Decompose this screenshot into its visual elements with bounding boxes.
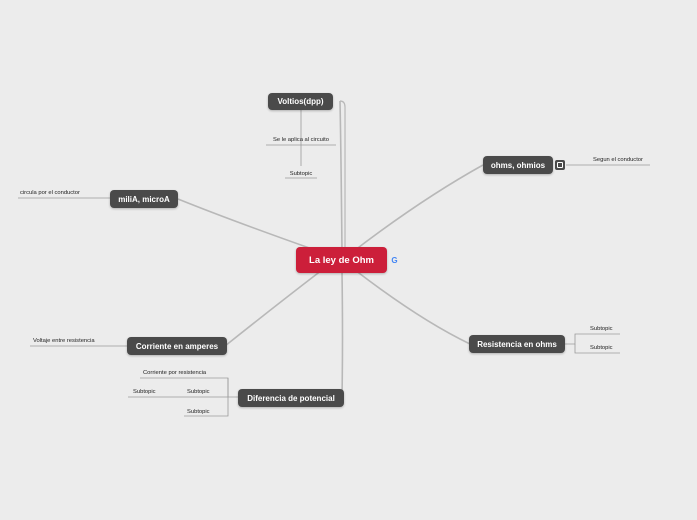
central-topic-label: La ley de Ohm bbox=[309, 254, 374, 266]
central-topic[interactable]: La ley de Ohm bbox=[296, 247, 387, 273]
subtopic-resistencia-1[interactable]: Subtopic bbox=[590, 326, 613, 332]
subtopic-diferencia-4[interactable]: Subtopic bbox=[187, 409, 210, 415]
topic-ohms-label: ohms, ohmios bbox=[490, 160, 546, 170]
subtopic-ohms-segun[interactable]: Segun el conductor bbox=[593, 157, 643, 163]
topic-voltios-label: Voltios(dpp) bbox=[277, 97, 324, 106]
link-icon[interactable] bbox=[555, 160, 565, 170]
topic-corriente-label: Corriente en amperes bbox=[135, 341, 219, 351]
subtopic-diferencia-3[interactable]: Subtopic bbox=[133, 389, 156, 395]
topic-resistencia-label: Resistencia en ohms bbox=[477, 339, 557, 349]
subtopic-diferencia-corriente[interactable]: Corriente por resistencia bbox=[143, 370, 207, 376]
topic-diferencia[interactable]: Diferencia de potencial bbox=[238, 389, 344, 407]
topic-mili-label: miliA, microA bbox=[118, 194, 170, 204]
topic-corriente[interactable]: Corriente en amperes bbox=[127, 337, 227, 355]
topic-voltios[interactable]: Voltios(dpp) bbox=[268, 93, 333, 110]
subtopic-mili-circula[interactable]: circula por el conductor bbox=[20, 190, 80, 196]
topic-diferencia-label: Diferencia de potencial bbox=[247, 393, 335, 403]
google-icon[interactable]: G bbox=[391, 256, 398, 265]
topic-mili[interactable]: miliA, microA bbox=[110, 190, 178, 208]
subtopic-voltios-subtopic[interactable]: Subtopic bbox=[289, 171, 313, 177]
topic-resistencia[interactable]: Resistencia en ohms bbox=[469, 335, 565, 353]
subtopic-resistencia-2[interactable]: Subtopic bbox=[590, 345, 613, 351]
subtopic-corriente-voltaje[interactable]: Voltaje entre resistencia bbox=[33, 338, 95, 344]
subtopic-voltios-aplica[interactable]: Se le aplica al circuito bbox=[272, 137, 330, 143]
topic-ohms[interactable]: ohms, ohmios bbox=[483, 156, 553, 174]
subtopic-diferencia-2[interactable]: Subtopic bbox=[187, 389, 210, 395]
